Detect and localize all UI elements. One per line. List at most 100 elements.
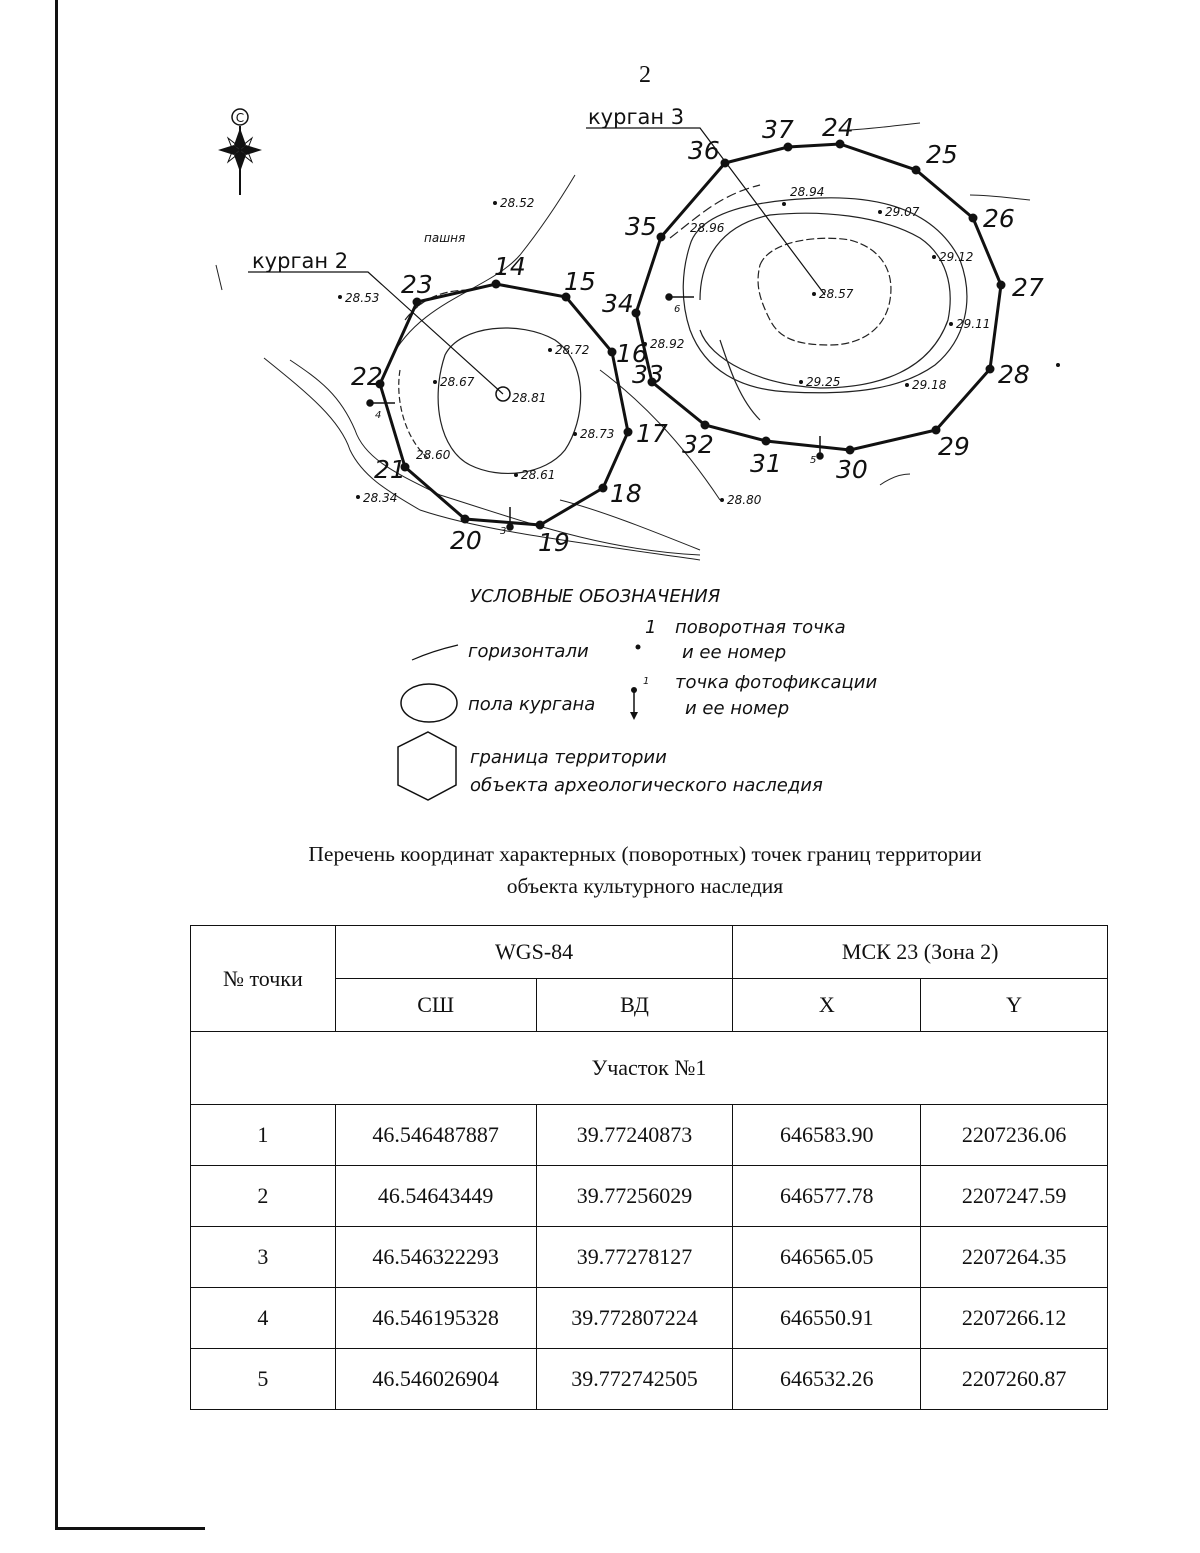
cell-lon: 39.77240873 [535,1104,734,1166]
cell-x: 646532.26 [732,1348,922,1410]
point-label: 24 [822,113,854,142]
cell-y: 2207264.35 [920,1226,1108,1288]
legend-turn-point-number: 1 [645,617,656,638]
cell-lon: 39.772742505 [535,1348,734,1410]
legend-boundary-line2: объекта археологического наследия [470,775,823,796]
point-label: 31 [750,449,782,478]
cell-lon: 39.77256029 [535,1165,734,1227]
boundary-point-dots [375,139,1060,530]
photo-point-label: 3 [500,526,506,537]
header-latitude: СШ [334,978,537,1032]
header-x: X [732,978,922,1032]
elevation-label: 28.57 [819,287,854,301]
header-msk23: МСК 23 (Зона 2) [732,925,1108,979]
elevation-label: 28.67 [440,375,475,389]
terrain-lines [215,122,1031,561]
section-row: Участок №1 [190,1031,1108,1105]
north-letter: С [236,111,244,125]
table-row: 2 46.54643449 39.77256029 646577.78 2207… [190,1165,1108,1227]
elevation-label: 28.52 [500,196,534,210]
legend-contours: горизонтали [468,641,589,662]
cell-lat: 46.546487887 [334,1104,537,1166]
table-title-line2: объекта культурного наследия [506,874,784,898]
table-title: Перечень координат характерных (поворотн… [0,838,1200,902]
elevation-label: 28.92 [650,337,684,351]
kurgan-floor-icon [400,683,458,723]
point-label: 17 [636,419,668,448]
legend-photo-point-line1: точка фотофиксации [675,672,877,693]
cell-y: 2207236.06 [920,1104,1108,1166]
elevation-label: 28.94 [790,185,824,199]
cell-lat: 46.546322293 [334,1226,537,1288]
header-y: Y [920,978,1108,1032]
kurgan-leaders [248,127,826,395]
scan-border-bottom [55,1527,205,1530]
point-label: 19 [538,528,570,557]
elevation-label: 29.07 [885,205,920,219]
cell-point: 4 [190,1287,336,1349]
elevation-label: 29.12 [939,250,973,264]
field-label: пашня [424,231,465,245]
boundary-hexagon-icon [397,731,457,801]
legend-turn-point-line1: поворотная точка [675,617,846,638]
header-longitude: ВД [535,978,734,1032]
legend-turn-point-line2: и ее номер [682,642,786,663]
point-label: 36 [688,136,720,165]
point-label: 35 [625,212,657,241]
legend-boundary-line1: граница территории [470,747,667,768]
elevation-label: 28.80 [727,493,762,507]
cell-point: 5 [190,1348,336,1410]
elevation-label: 28.34 [363,491,397,505]
elevation-label: 28.60 [416,448,451,462]
cell-lat: 46.546026904 [334,1348,537,1410]
elevation-label: 28.61 [521,468,555,482]
cell-x: 646565.05 [732,1226,922,1288]
cell-x: 646550.91 [732,1287,922,1349]
cell-lon: 39.772807224 [535,1287,734,1349]
cell-point: 3 [190,1226,336,1288]
point-label: 18 [610,479,642,508]
point-label: 14 [494,252,526,281]
point-label: 34 [602,289,634,318]
table-row: 5 46.546026904 39.772742505 646532.26 22… [190,1348,1108,1410]
point-label: 26 [983,204,1015,233]
point-label: 37 [762,115,794,144]
table-title-line1: Перечень координат характерных (поворотн… [308,842,982,866]
point-label: 15 [564,267,596,296]
elevation-label: 28.73 [580,427,614,441]
point-label: 25 [926,140,958,169]
site-plan-map: С [215,105,1060,801]
header-point-number: № точки [190,925,336,1032]
cell-y: 2207266.12 [920,1287,1108,1349]
point-label: 28 [998,360,1030,389]
cell-lat: 46.54643449 [334,1165,537,1227]
point-label: 20 [450,526,482,555]
photo-point-label: 6 [674,304,680,315]
cell-lat: 46.546195328 [334,1287,537,1349]
elevation-label: 28.96 [690,221,725,235]
cell-point: 1 [190,1104,336,1166]
elevation-label: 28.72 [555,343,589,357]
point-label: 16 [616,339,648,368]
scan-border-left [55,0,58,1530]
elevation-label: 28.81 [512,391,546,405]
photo-point-markers [366,293,824,531]
point-label: 27 [1012,273,1044,302]
kurgan2-label: курган 2 [252,249,348,273]
legend-photo-point-line2: и ее номер [685,698,789,719]
point-label: 30 [836,455,868,484]
kurgan3-label: курган 3 [588,105,684,129]
point-label: 33 [632,360,664,389]
photo-point-label: 4 [375,410,381,421]
point-label: 23 [401,270,433,299]
legend-title: УСЛОВНЫЕ ОБОЗНАЧЕНИЯ [470,586,721,607]
elevation-label: 29.18 [912,378,947,392]
contour-sample-icon [411,644,459,661]
cell-point: 2 [190,1165,336,1227]
elevation-label: 28.53 [345,291,379,305]
turn-point-icon [635,644,641,650]
kurgan2-boundary [378,282,630,527]
kurgan2-center-icon [495,386,511,402]
cell-y: 2207260.87 [920,1348,1108,1410]
point-label: 22 [351,362,383,391]
